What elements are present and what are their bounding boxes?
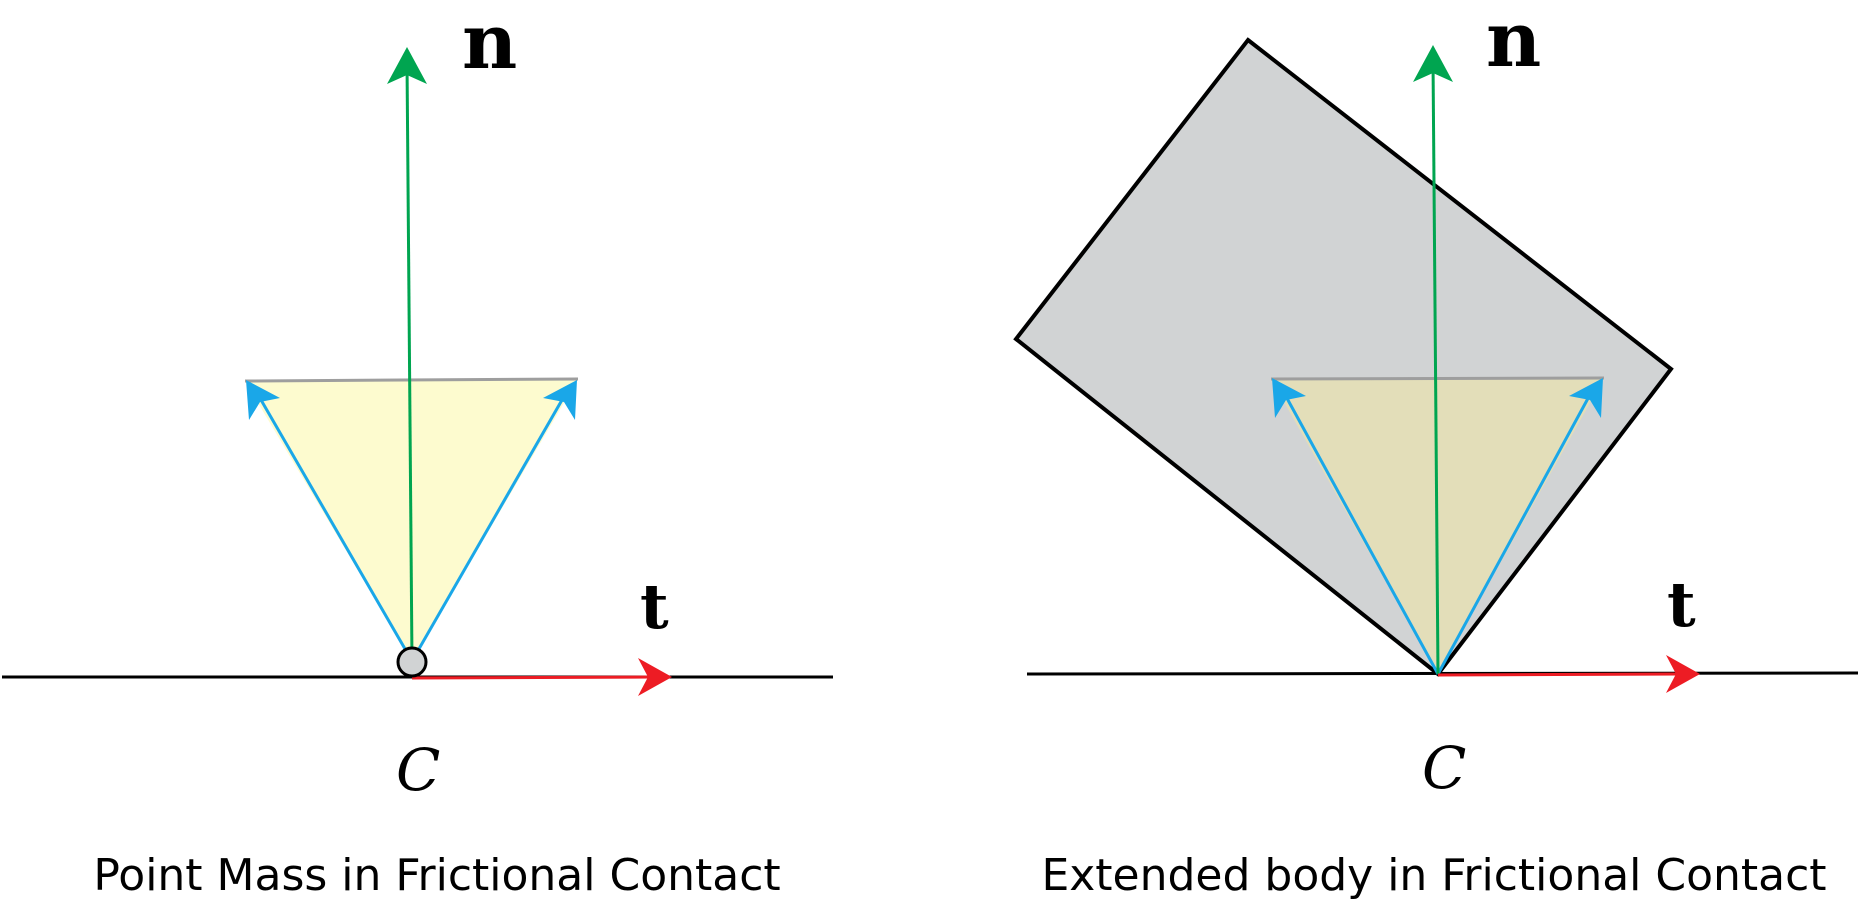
arrowhead-icon (1272, 378, 1306, 418)
normal-label: n (1486, 0, 1541, 84)
normal-arrow (1413, 45, 1453, 675)
cone-edge-arrow-left (246, 380, 414, 662)
friction-cone-top-edge (244, 377, 579, 383)
tangent-arrow (411, 658, 672, 696)
caption: Extended body in Frictional Contact (1041, 850, 1826, 901)
arrowhead-icon (246, 380, 280, 420)
arrowhead-icon (638, 658, 672, 696)
cone-edge-arrow-right (410, 380, 577, 662)
tangent-arrow (1437, 655, 1700, 693)
cone-edge-arrow-left (1272, 378, 1440, 675)
panel-point-mass: n t C Point Mass in Frictional Contact (2, 0, 833, 901)
tangent-label: t (640, 570, 669, 643)
friction-cone-top-edge (1270, 376, 1605, 381)
arrowhead-icon (543, 380, 577, 420)
arrowhead-icon (1666, 655, 1700, 693)
tangent-label: t (1667, 568, 1696, 641)
caption: Point Mass in Frictional Contact (93, 850, 780, 901)
arrowhead-icon (387, 47, 427, 84)
contact-label: C (396, 736, 440, 804)
normal-arrow (387, 47, 427, 662)
cone-edge-arrow-right (1436, 378, 1603, 675)
panel-extended-body: n t C Extended body in Frictional Contac… (1013, 0, 1859, 901)
normal-label: n (462, 0, 517, 86)
rigid-body (1013, 37, 1674, 677)
arrowhead-icon (1569, 378, 1603, 418)
arrowhead-icon (1413, 45, 1453, 82)
contact-point (396, 646, 428, 678)
contact-label: C (1422, 734, 1466, 802)
